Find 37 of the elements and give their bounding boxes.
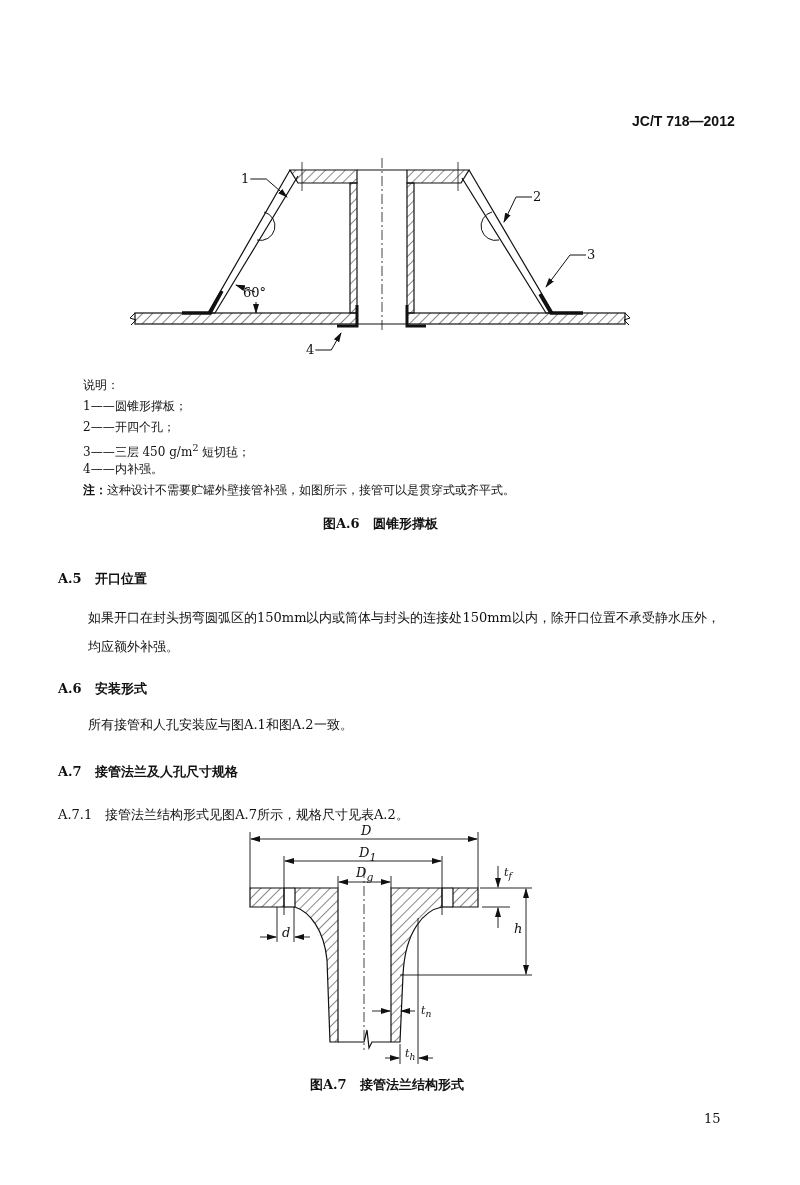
dimension-label: D$_{g}$ [356,864,374,886]
paragraph-text: A.7.1 接管法兰结构形式见图A.7所示，规格尺寸见表A.2。 [58,806,409,824]
cone-wall [206,169,299,314]
figure-caption: 图A.6 圆锥形撑板 [323,515,438,533]
legend-item: 2——开四个孔； [83,419,175,436]
dimension-label: d [282,924,291,942]
paragraph-text: 所有接管和人孔安装应与图A.1和图A.2一致。 [88,716,353,734]
callout-number: 3 [587,248,596,262]
weld [337,305,359,328]
page-number: 15 [704,1110,721,1128]
document-number: JC/T 718—2012 [632,113,735,129]
legend-heading: 说明： [83,377,119,394]
section-heading: A.5 开口位置 [58,570,147,588]
note-text: 注：这种设计不需要贮罐外壁接管补强，如图所示，接管可以是贯穿式或齐平式。 [83,482,515,499]
legend-item: 3——三层 450 g/m$^{2}$ 短切毡； [83,441,251,461]
paragraph-text: 如果开口在封头拐弯圆弧区的150mm以内或筒体与封头的连接处150mm以内，除开口位置不承受静水压外，均应额外补强。 [88,609,721,656]
leader-line [314,332,342,351]
section-heading: A.6 安装形式 [58,680,147,698]
callout-number: 2 [533,190,542,204]
legend-item: 1——圆锥形撑板； [83,398,187,415]
angle-label: 60° [243,284,267,302]
leader-line [503,196,533,223]
dimension-label: D$_{1}$ [359,844,377,866]
dimension-label: D [361,822,372,840]
dimension-label: t$_{n}$ [421,1003,432,1022]
felt-layer [538,293,583,315]
figure-caption: 图A.7 接管法兰结构形式 [310,1076,464,1094]
leader-line [249,178,288,198]
section-heading: A.7 接管法兰及人孔尺寸规格 [58,763,238,781]
callout-number: 4 [306,343,315,357]
dimension-label: h [514,920,523,938]
legend-item: 4——内补强。 [83,461,163,478]
dimension-label: t$_{h}$ [405,1046,416,1065]
callout-number: 1 [241,172,250,186]
dimension-label: t$_{f}$ [504,865,512,884]
leader-line [545,254,587,288]
cone-wall [461,169,555,314]
